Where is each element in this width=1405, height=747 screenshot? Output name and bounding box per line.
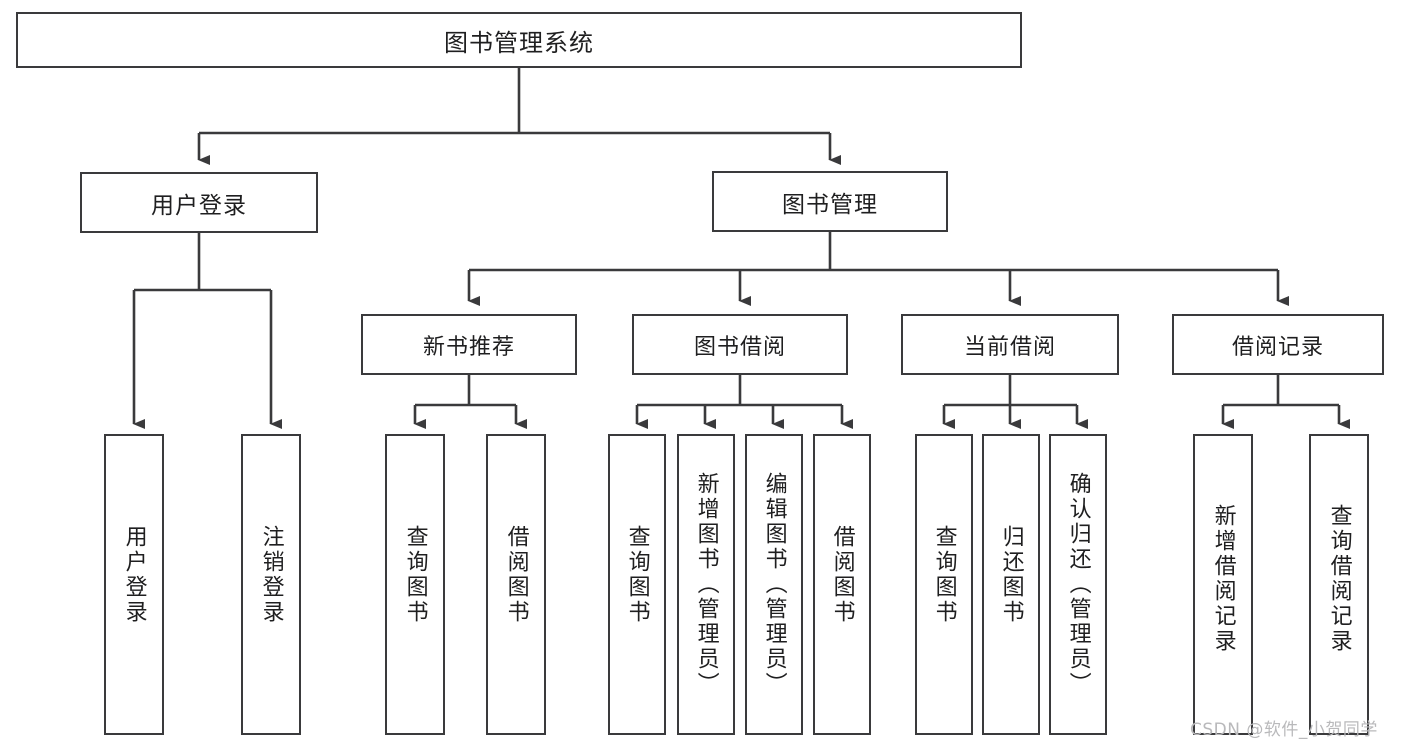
leaf-label: 查询图书 bbox=[402, 525, 428, 625]
leaf-borrowrecord-add[interactable]: 新增借阅记录 bbox=[1193, 434, 1253, 735]
node-label: 用户登录 bbox=[151, 192, 247, 219]
leaf-bookborrow-add[interactable]: 新增图书（管理员） bbox=[677, 434, 735, 735]
node-user-login[interactable]: 用户登录 bbox=[80, 172, 318, 233]
leaf-label: 查询借阅记录 bbox=[1326, 504, 1352, 654]
leaf-bookborrow-borrow[interactable]: 借阅图书 bbox=[813, 434, 871, 735]
node-new-book-recommend[interactable]: 新书推荐 bbox=[361, 314, 577, 375]
leaf-currentborrow-return[interactable]: 归还图书 bbox=[982, 434, 1040, 735]
leaf-label: 注销登录 bbox=[258, 525, 284, 625]
leaf-user-logout[interactable]: 注销登录 bbox=[241, 434, 301, 735]
leaf-bookborrow-edit[interactable]: 编辑图书（管理员） bbox=[745, 434, 803, 735]
leaf-label: 归还图书 bbox=[998, 525, 1024, 625]
leaf-label: 借阅图书 bbox=[829, 525, 855, 625]
node-label: 图书管理系统 bbox=[444, 28, 594, 57]
node-label: 当前借阅 bbox=[963, 334, 1056, 360]
node-label: 新书推荐 bbox=[422, 334, 515, 360]
leaf-label: 编辑图书（管理员） bbox=[761, 472, 787, 697]
leaf-label: 新增图书（管理员） bbox=[693, 472, 719, 697]
leaf-bookborrow-query[interactable]: 查询图书 bbox=[608, 434, 666, 735]
node-borrow-record[interactable]: 借阅记录 bbox=[1172, 314, 1384, 375]
leaf-label: 用户登录 bbox=[121, 525, 147, 625]
node-book-manage[interactable]: 图书管理 bbox=[712, 171, 948, 232]
leaf-label: 确认归还（管理员） bbox=[1065, 472, 1091, 697]
leaf-newbook-borrow[interactable]: 借阅图书 bbox=[486, 434, 546, 735]
node-label: 图书借阅 bbox=[693, 334, 786, 360]
csdn-watermark: CSDN @软件_小贺同学 bbox=[1190, 720, 1378, 740]
leaf-label: 借阅图书 bbox=[503, 525, 529, 625]
leaf-currentborrow-confirm[interactable]: 确认归还（管理员） bbox=[1049, 434, 1107, 735]
leaf-user-login[interactable]: 用户登录 bbox=[104, 434, 164, 735]
node-label: 图书管理 bbox=[782, 191, 878, 218]
node-label: 借阅记录 bbox=[1231, 334, 1324, 360]
leaf-borrowrecord-query[interactable]: 查询借阅记录 bbox=[1309, 434, 1369, 735]
leaf-label: 查询图书 bbox=[931, 525, 957, 625]
leaf-currentborrow-query[interactable]: 查询图书 bbox=[915, 434, 973, 735]
node-book-borrow[interactable]: 图书借阅 bbox=[632, 314, 848, 375]
node-current-borrow[interactable]: 当前借阅 bbox=[901, 314, 1119, 375]
leaf-newbook-query[interactable]: 查询图书 bbox=[385, 434, 445, 735]
node-root-system[interactable]: 图书管理系统 bbox=[16, 12, 1022, 68]
leaf-label: 查询图书 bbox=[624, 525, 650, 625]
leaf-label: 新增借阅记录 bbox=[1210, 504, 1236, 654]
